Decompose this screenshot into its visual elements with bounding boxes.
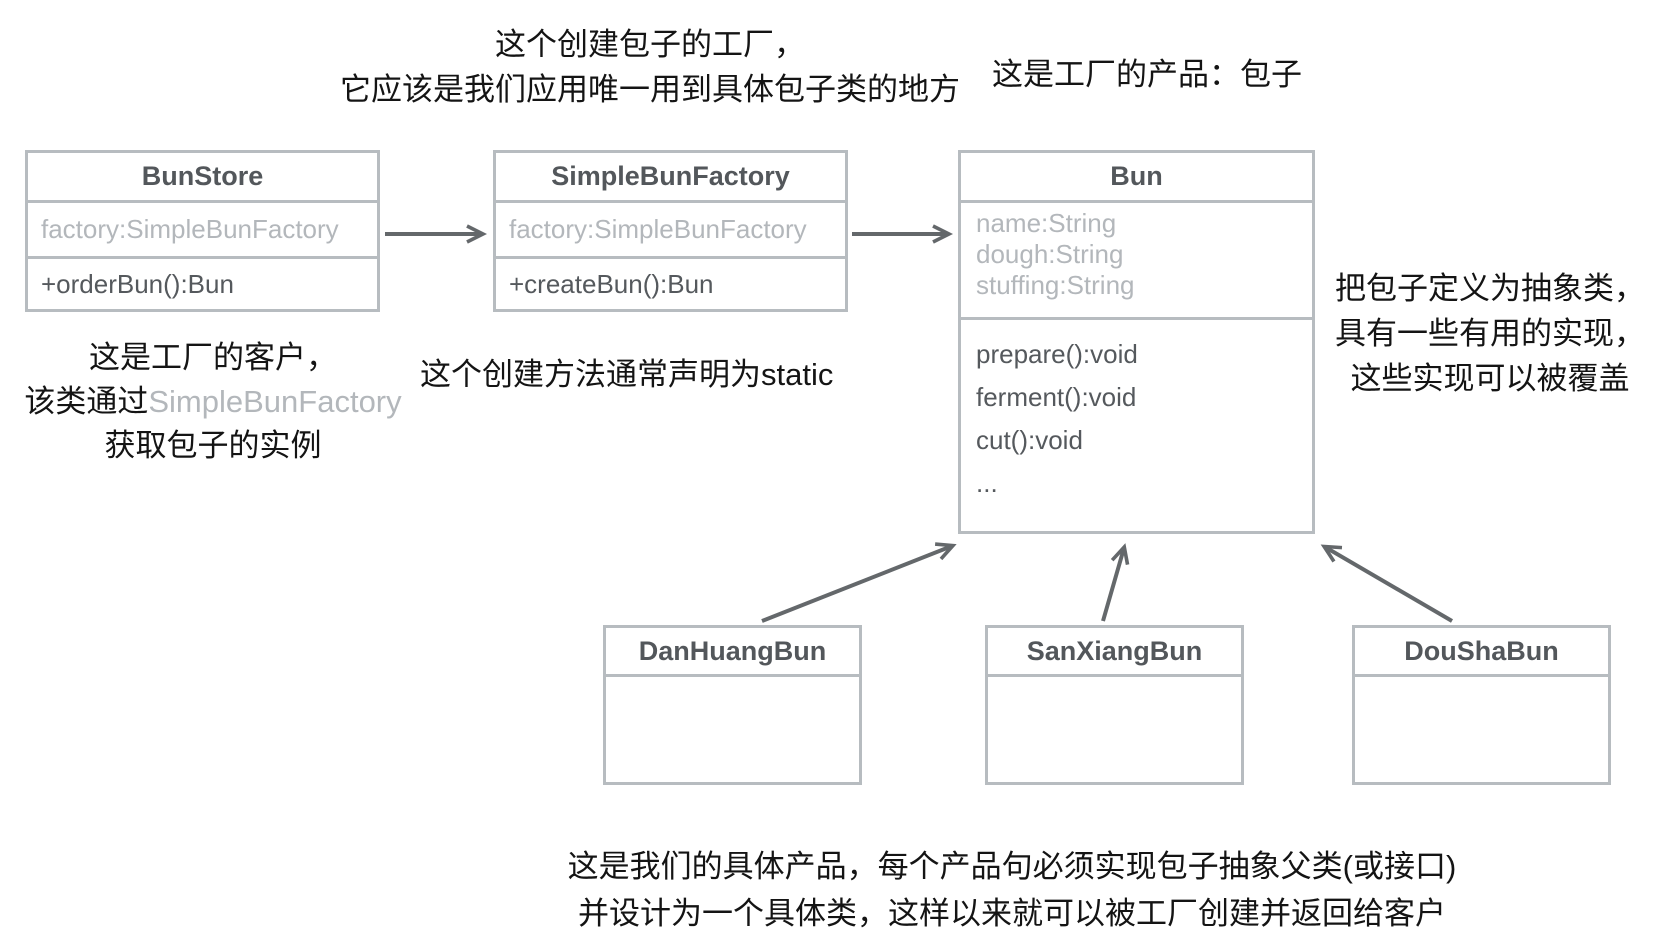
- client-note-highlight: SimpleBunFactory: [148, 384, 402, 419]
- arrow-doushabun-to-bun: [1325, 547, 1454, 623]
- class-simplebunfactory-attributes: factory:SimpleBunFactory: [496, 203, 845, 259]
- class-bunstore-methods: +orderBun():Bun: [28, 259, 377, 309]
- attribute: factory:SimpleBunFactory: [41, 214, 339, 244]
- class-bun-methods: prepare():void ferment():void cut():void…: [961, 320, 1312, 525]
- client-note-line1: 这是工厂的客户，: [89, 340, 337, 375]
- method: prepare():void: [976, 339, 1138, 369]
- static-note: 这个创建方法通常声明为static: [420, 357, 834, 392]
- class-danhuangbun: DanHuangBun: [603, 625, 862, 785]
- class-bun-title: Bun: [961, 153, 1312, 203]
- abstract-note-line2: 具有一些有用的实现，: [1335, 316, 1645, 351]
- client-note: 这是工厂的客户， 该类通过SimpleBunFactory 获取包子的实例: [18, 336, 408, 468]
- concrete-note-line2: 并设计为一个具体类，这样以来就可以被工厂创建并返回给客户: [578, 896, 1446, 931]
- attribute: factory:SimpleBunFactory: [509, 214, 807, 244]
- method: +orderBun():Bun: [41, 268, 234, 299]
- class-bunstore-attributes: factory:SimpleBunFactory: [28, 203, 377, 259]
- class-doushabun-title: DouShaBun: [1355, 628, 1608, 677]
- factory-note: 这个创建包子的工厂， 它应该是我们应用唯一用到具体包子类的地方: [330, 22, 970, 112]
- class-bun: Bun name:String dough:String stuffing:St…: [958, 150, 1315, 534]
- method: ferment():void: [976, 382, 1137, 412]
- class-bun-attributes: name:String dough:String stuffing:String: [961, 203, 1312, 320]
- attribute: stuffing:String: [976, 270, 1135, 300]
- method: ...: [976, 468, 998, 498]
- class-bunstore-title: BunStore: [28, 153, 377, 203]
- class-doushabun: DouShaBun: [1352, 625, 1611, 785]
- arrow-sanxiangbun-to-bun: [1101, 548, 1124, 622]
- abstract-note: 把包子定义为抽象类， 具有一些有用的实现， 这些实现可以被覆盖: [1322, 266, 1658, 401]
- factory-note-line2: 它应该是我们应用唯一用到具体包子类的地方: [340, 72, 960, 107]
- class-simplebunfactory: SimpleBunFactory factory:SimpleBunFactor…: [493, 150, 848, 312]
- client-note-line3: 获取包子的实例: [104, 428, 322, 463]
- method: +createBun():Bun: [509, 268, 714, 299]
- class-bunstore: BunStore factory:SimpleBunFactory +order…: [25, 150, 380, 312]
- client-note-line2: 该类通过SimpleBunFactory: [24, 384, 402, 419]
- attribute: name:String: [976, 208, 1117, 238]
- concrete-note-line1: 这是我们的具体产品，每个产品句必须实现包子抽象父类(或接口): [567, 849, 1457, 884]
- arrow-danhuangbun-to-bun: [761, 546, 952, 623]
- class-sanxiangbun: SanXiangBun: [985, 625, 1244, 785]
- class-danhuangbun-title: DanHuangBun: [606, 628, 859, 677]
- class-simplebunfactory-methods: +createBun():Bun: [496, 259, 845, 309]
- method: cut():void: [976, 425, 1083, 455]
- concrete-note: 这是我们的具体产品，每个产品句必须实现包子抽象父类(或接口) 并设计为一个具体类…: [229, 843, 1658, 937]
- abstract-note-line1: 把包子定义为抽象类，: [1335, 271, 1645, 306]
- attribute: dough:String: [976, 239, 1124, 269]
- class-simplebunfactory-title: SimpleBunFactory: [496, 153, 845, 203]
- product-note: 这是工厂的产品：包子: [992, 57, 1302, 92]
- class-sanxiangbun-title: SanXiangBun: [988, 628, 1241, 677]
- abstract-note-line3: 这些实现可以被覆盖: [1350, 361, 1630, 396]
- factory-note-line1: 这个创建包子的工厂，: [495, 27, 805, 62]
